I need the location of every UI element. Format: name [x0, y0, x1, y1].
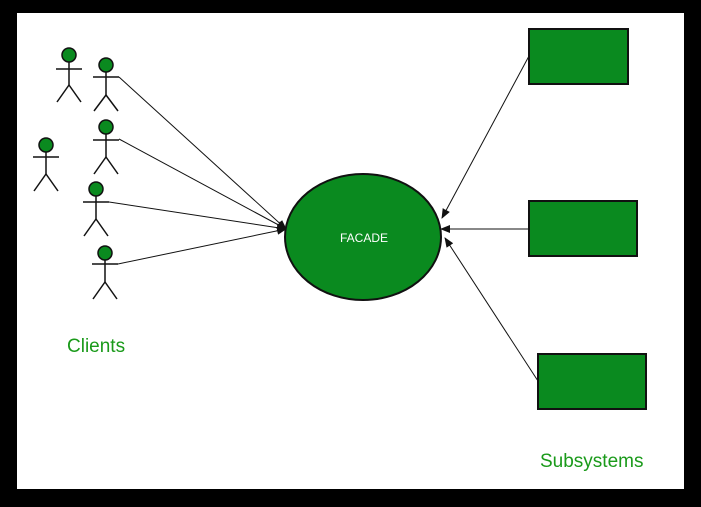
client-arrow	[118, 138, 287, 230]
client-actor	[93, 57, 119, 112]
subsystem-box	[528, 200, 638, 257]
client-actor	[83, 181, 109, 237]
client-actor	[93, 119, 119, 175]
client-actor	[33, 137, 59, 192]
client-arrow	[117, 226, 287, 265]
subsystem-arrow	[441, 55, 530, 219]
subsystem-box	[528, 28, 629, 85]
client-actor	[92, 245, 118, 300]
facade-node	[284, 173, 442, 301]
client-arrow	[118, 76, 287, 230]
clients-label: Clients	[67, 336, 125, 357]
client-actor	[56, 47, 82, 103]
subsystem-box	[537, 353, 647, 410]
client-arrow	[108, 201, 287, 232]
facade-label: FACADE	[340, 231, 388, 245]
subsystem-arrow	[444, 237, 539, 382]
subsystems-label: Subsystems	[540, 451, 643, 472]
